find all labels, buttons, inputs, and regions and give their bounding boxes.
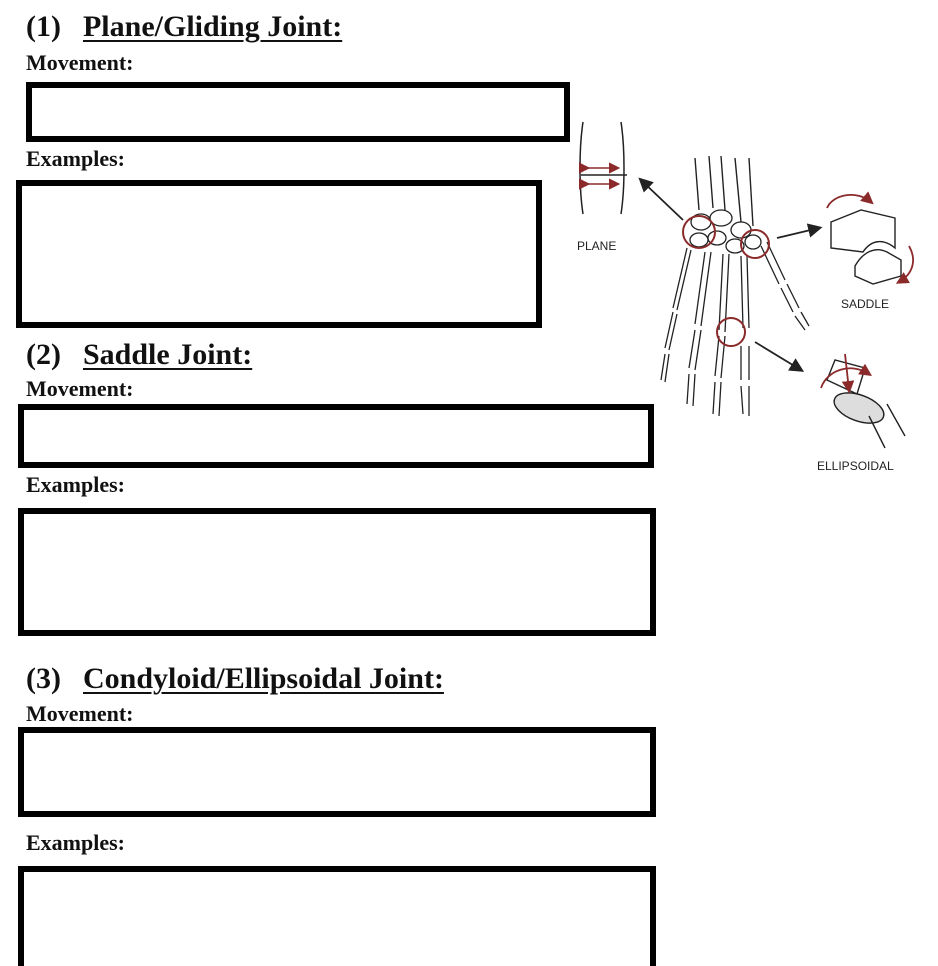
plane-label: PLANE bbox=[577, 239, 616, 253]
carpal-bones bbox=[689, 209, 762, 254]
finger-bones bbox=[660, 241, 810, 417]
section-2-movement-label: Movement: bbox=[26, 376, 134, 401]
section-2-number: (2) bbox=[26, 338, 61, 371]
section-1-number: (1) bbox=[26, 10, 61, 43]
joint-highlights bbox=[682, 215, 770, 347]
section-3-examples-box[interactable] bbox=[18, 866, 656, 966]
section-1-movement-label: Movement: bbox=[26, 50, 134, 75]
section-1-examples-label: Examples: bbox=[26, 146, 125, 171]
forearm-bones bbox=[694, 155, 754, 227]
section-3-heading: (3) Condyloid/Ellipsoidal Joint: bbox=[26, 664, 444, 694]
saddle-arrow-icon bbox=[776, 223, 823, 239]
section-2-heading: (2) Saddle Joint: bbox=[26, 340, 252, 370]
ellipsoidal-joint-illustration bbox=[820, 353, 906, 449]
section-3-title: Condyloid/Ellipsoidal Joint: bbox=[82, 662, 444, 695]
saddle-joint-illustration bbox=[826, 191, 914, 285]
section-2-title: Saddle Joint: bbox=[82, 338, 253, 371]
section-2-examples-box[interactable] bbox=[18, 508, 656, 636]
section-2-movement-box[interactable] bbox=[18, 404, 654, 468]
ellipsoidal-joint-marker bbox=[716, 317, 746, 347]
section-1-heading: (1) Plane/Gliding Joint: bbox=[26, 12, 342, 42]
section-1-examples-box[interactable] bbox=[16, 180, 542, 328]
saddle-joint-marker bbox=[740, 229, 770, 259]
plane-joint-marker bbox=[682, 215, 716, 249]
section-3-number: (3) bbox=[26, 662, 61, 695]
ellipsoidal-arrow-icon bbox=[754, 341, 805, 372]
section-2-examples-label: Examples: bbox=[26, 472, 125, 497]
section-3-examples-label: Examples: bbox=[26, 830, 125, 855]
hand-joint-diagram: PLANE bbox=[577, 121, 914, 473]
plane-joint-illustration bbox=[579, 121, 627, 215]
section-3-movement-box[interactable] bbox=[18, 727, 656, 817]
plane-arrow-icon bbox=[638, 177, 684, 221]
ellipsoidal-label: ELLIPSOIDAL bbox=[817, 459, 894, 473]
saddle-label: SADDLE bbox=[841, 297, 889, 311]
section-3-movement-label: Movement: bbox=[26, 701, 134, 726]
section-1-title: Plane/Gliding Joint: bbox=[82, 10, 343, 43]
section-1-movement-box[interactable] bbox=[26, 82, 570, 142]
